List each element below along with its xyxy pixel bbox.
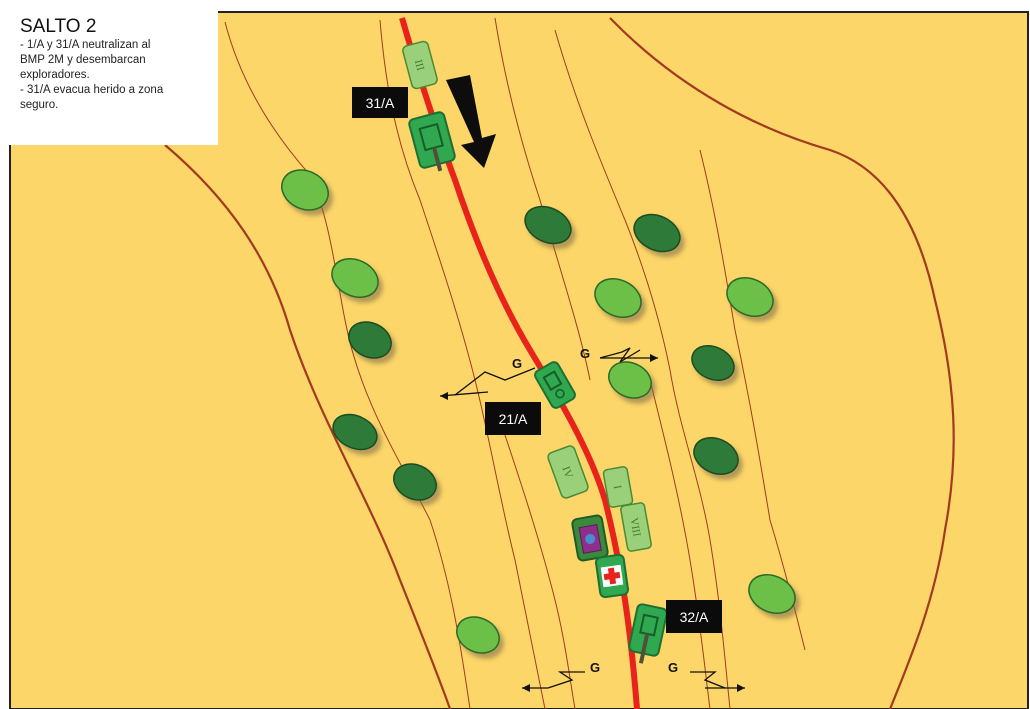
g-label: G	[668, 660, 678, 675]
ambulance-vehicle	[594, 553, 630, 599]
tree-icon	[281, 169, 329, 211]
unit-label-31a: 31/A	[352, 87, 408, 118]
tree-icon	[693, 437, 739, 475]
vehicle-i-mark: I	[611, 484, 624, 490]
tree-icon	[748, 574, 796, 614]
tree-icon	[393, 463, 437, 501]
tank-21a	[534, 361, 576, 409]
tree-icon	[331, 258, 379, 298]
g-label: G	[512, 356, 522, 371]
vehicle-iv-mark: IV	[559, 465, 574, 480]
fine-contours	[224, 17, 806, 709]
tree-icon	[594, 278, 642, 318]
tree-icon	[456, 616, 500, 654]
tree-icon	[726, 277, 774, 317]
legend-line: BMP 2M y desembarcan	[20, 54, 146, 66]
vehicle-iii: III	[402, 40, 438, 90]
legend-line: - 1/A y 31/A neutralizan al	[20, 39, 151, 51]
unit-label-32a: 32/A	[666, 600, 722, 633]
contour-far-left	[164, 144, 452, 709]
legend-box: SALTO 2 - 1/A y 31/A neutralizan al BMP …	[8, 8, 218, 145]
vehicle-iv: IV	[547, 445, 589, 499]
vehicle-iii-mark: III	[412, 58, 427, 72]
tank-31a	[408, 111, 456, 172]
tree-group	[281, 169, 796, 654]
vehicle-viii-mark: VIII	[627, 517, 642, 538]
g-mark-south-west: G	[522, 660, 600, 692]
tree-icon	[691, 345, 735, 381]
g-mark-south-east: G	[668, 660, 745, 692]
legend-line: seguro.	[20, 99, 59, 111]
tree-icon	[633, 213, 681, 253]
vehicle-viii: VIII	[620, 502, 652, 552]
legend-line: exploradores.	[20, 69, 90, 81]
tree-icon	[608, 361, 652, 399]
g-label: G	[590, 660, 600, 675]
bmp-enemy-vehicle	[571, 514, 609, 562]
tree-icon	[524, 205, 572, 245]
tree-icon	[348, 321, 392, 359]
g-label: G	[580, 346, 590, 361]
contour-far-right	[609, 17, 955, 709]
vehicle-i: I	[602, 466, 634, 508]
tree-icon	[332, 413, 378, 451]
contour-lines	[164, 17, 955, 709]
legend-title: SALTO 2	[20, 16, 97, 37]
medical-cross-icon	[603, 567, 621, 585]
unit-label-21a: 21/A	[485, 402, 541, 435]
g-mark-east: G	[580, 346, 658, 363]
legend-line: - 31/A evacua herido a zona	[20, 84, 164, 96]
tank-32a	[628, 603, 668, 664]
arrow-down-icon	[446, 75, 496, 168]
g-mark-west: G	[439, 356, 536, 400]
